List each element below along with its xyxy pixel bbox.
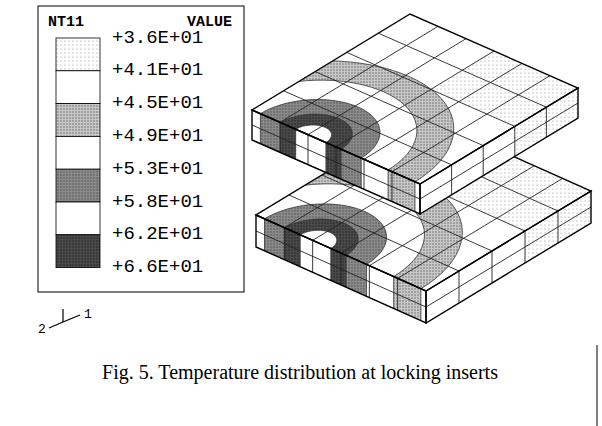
axis-line	[63, 315, 80, 322]
contour-band	[56, 235, 100, 268]
plate-edge	[252, 110, 420, 214]
contour-value: +4.5E+01	[112, 94, 203, 113]
axis-label: 1	[84, 308, 92, 321]
plate-edge	[426, 191, 591, 323]
contour-color-bar	[56, 38, 100, 268]
axis-line	[49, 322, 63, 328]
contour-band	[56, 71, 100, 104]
contour-band	[56, 136, 100, 169]
mesh-line	[336, 51, 494, 147]
frame-line	[597, 345, 598, 426]
mesh-lines	[252, 26, 578, 201]
mesh-line	[420, 103, 578, 199]
plate-edge	[420, 88, 578, 214]
column-heading: VALUE	[187, 15, 232, 30]
mesh-line	[392, 76, 550, 172]
contour-band	[56, 202, 100, 235]
mesh-line	[347, 52, 515, 126]
mesh-line	[378, 33, 546, 107]
plate-edge	[256, 215, 426, 323]
legend-frame	[38, 6, 244, 292]
contour-value: +5.8E+01	[112, 193, 203, 212]
variable-name: NT11	[48, 15, 84, 30]
axis-triad	[49, 309, 80, 328]
plate-edge	[252, 14, 578, 184]
contour-band	[56, 104, 100, 137]
axis-line	[62, 309, 63, 322]
mesh-plates	[207, 14, 591, 323]
figure-caption: Fig. 5. Temperature distribution at lock…	[100, 358, 500, 386]
contour-value: +6.6E+01	[112, 258, 203, 277]
contour-value: +4.1E+01	[112, 61, 203, 80]
contour-band	[56, 169, 100, 202]
contour-value: +5.3E+01	[112, 160, 203, 179]
mesh-line	[364, 63, 522, 159]
mesh-line	[315, 72, 483, 146]
mesh-line	[252, 125, 420, 199]
contour-band	[56, 38, 100, 71]
contour-value: +4.9E+01	[112, 127, 203, 146]
contour-value: +6.2E+01	[112, 225, 203, 244]
mesh-line	[426, 207, 591, 307]
axis-label: 2	[38, 323, 46, 336]
contour-value: +3.6E+01	[112, 29, 203, 48]
mesh-line	[280, 26, 438, 122]
mesh-plate	[207, 14, 578, 214]
mesh-line	[284, 91, 452, 165]
mesh-line	[256, 231, 426, 307]
mesh-line	[308, 39, 466, 135]
